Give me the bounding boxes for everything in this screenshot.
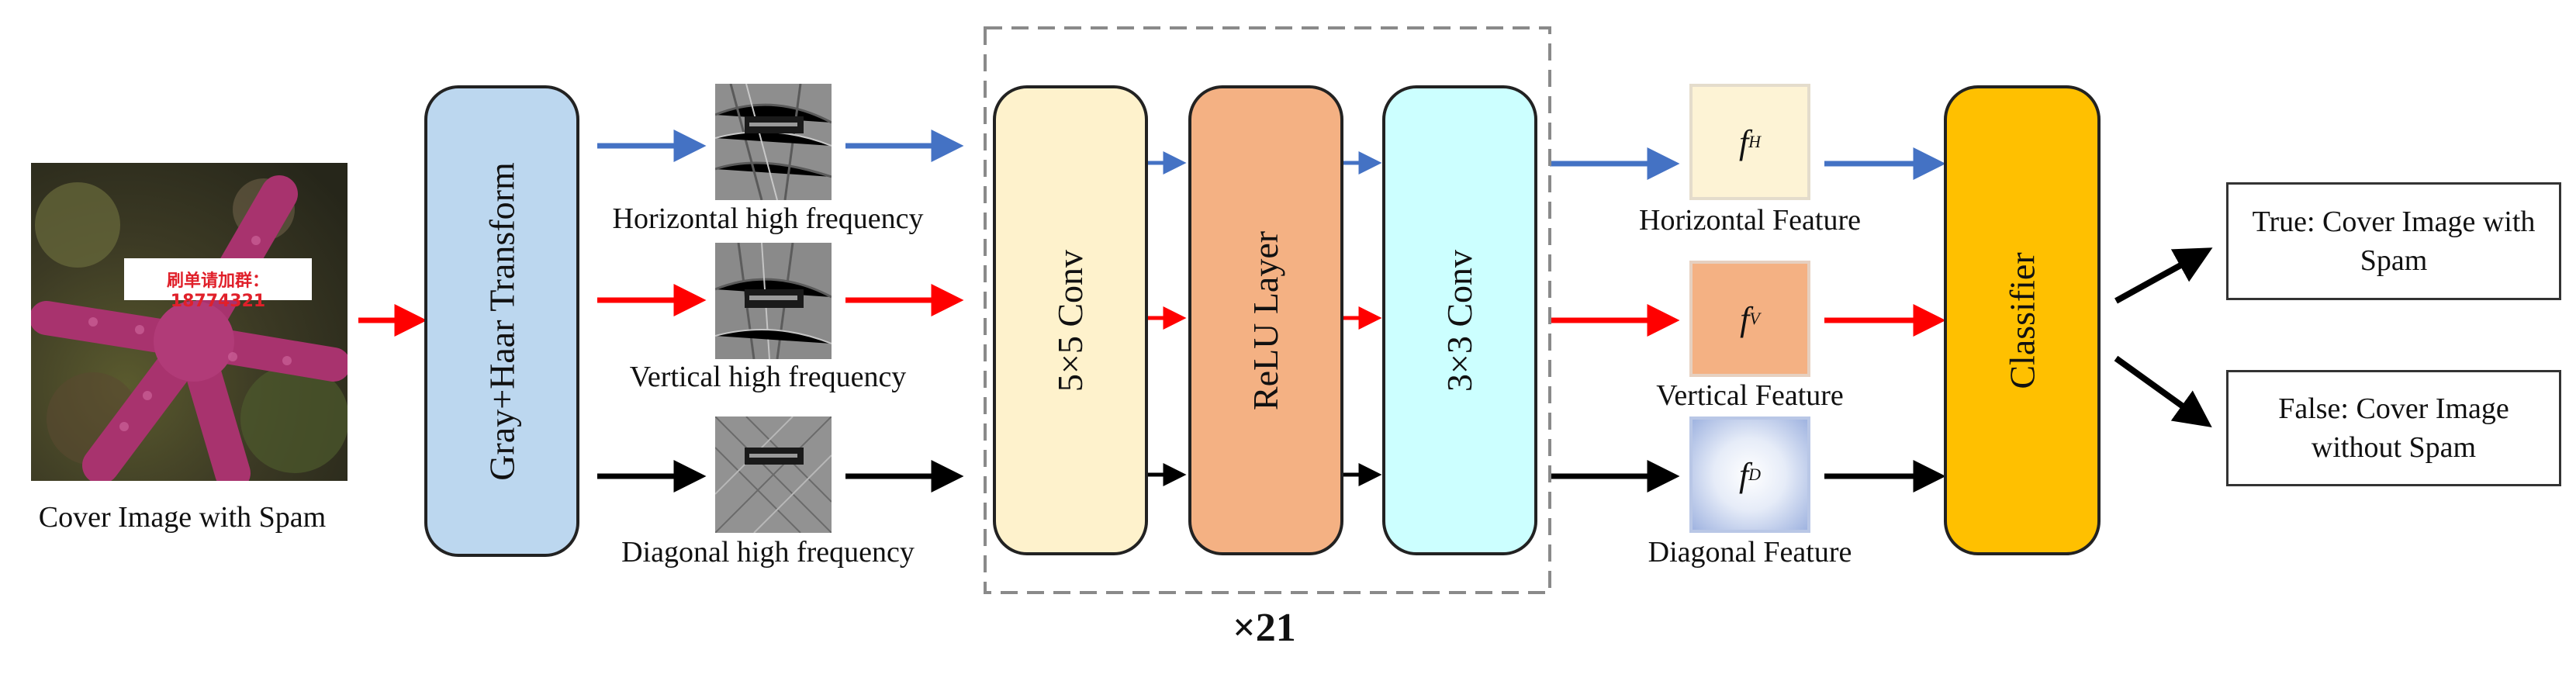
diagonal-subband-image — [715, 416, 832, 533]
arrow-true — [2114, 247, 2213, 304]
true-output-line1: True: Cover Image with — [2252, 206, 2536, 238]
conv5x5-box: 5×5 Conv — [993, 85, 1148, 555]
conv3x3-label: 3×3 Conv — [1440, 249, 1480, 392]
transform-label: Gray+Haar Transform — [482, 161, 522, 481]
arrow-false — [2114, 355, 2212, 428]
classifier-box: Classifier — [1944, 85, 2101, 555]
true-output-box: True: Cover Image with Spam — [2226, 182, 2561, 300]
horizontal-feature-subscript: H — [1748, 132, 1762, 151]
false-output-line2: without Spam — [2311, 431, 2477, 464]
conv5x5-label: 5×5 Conv — [1050, 249, 1091, 392]
spam-text: 刷单请加群：18774321 — [166, 271, 269, 311]
vertical-subband-image — [715, 243, 832, 359]
vertical-feature-symbol: f — [1740, 299, 1750, 338]
horizontal-feature-label: Horizontal Feature — [1639, 204, 1861, 237]
repeat-block-frame — [984, 26, 1551, 594]
relu-layer-label: ReLU Layer — [1246, 230, 1286, 410]
diagonal-feature-subscript: D — [1748, 465, 1762, 484]
repeat-count: ×21 — [1233, 606, 1296, 650]
conv3x3-box: 3×3 Conv — [1382, 85, 1537, 555]
diagonal-subband-label: Diagonal high frequency — [621, 536, 915, 569]
classifier-label: Classifier — [2002, 251, 2042, 389]
starfish-photo — [31, 163, 348, 481]
diagonal-feature-symbol: f — [1738, 455, 1749, 494]
true-output-line2: Spam — [2360, 244, 2428, 277]
vertical-feature-label: Vertical Feature — [1656, 379, 1844, 412]
false-output-box: False: Cover Image without Spam — [2226, 370, 2561, 486]
input-caption: Cover Image with Spam — [38, 501, 327, 534]
relu-layer-box: ReLU Layer — [1188, 85, 1343, 555]
cover-image: 刷单请加群：18774321 — [31, 163, 348, 481]
vertical-feature-subscript: V — [1749, 309, 1760, 328]
horizontal-subband-label: Horizontal high frequency — [612, 202, 924, 235]
horizontal-subband-image — [715, 84, 832, 200]
gray-haar-transform-box: Gray+Haar Transform — [424, 85, 579, 557]
vertical-subband-label: Vertical high frequency — [629, 361, 907, 393]
false-output-line1: False: Cover Image — [2278, 392, 2509, 425]
horizontal-feature-symbol: f — [1738, 123, 1749, 161]
diagonal-feature-label: Diagonal Feature — [1648, 536, 1852, 569]
